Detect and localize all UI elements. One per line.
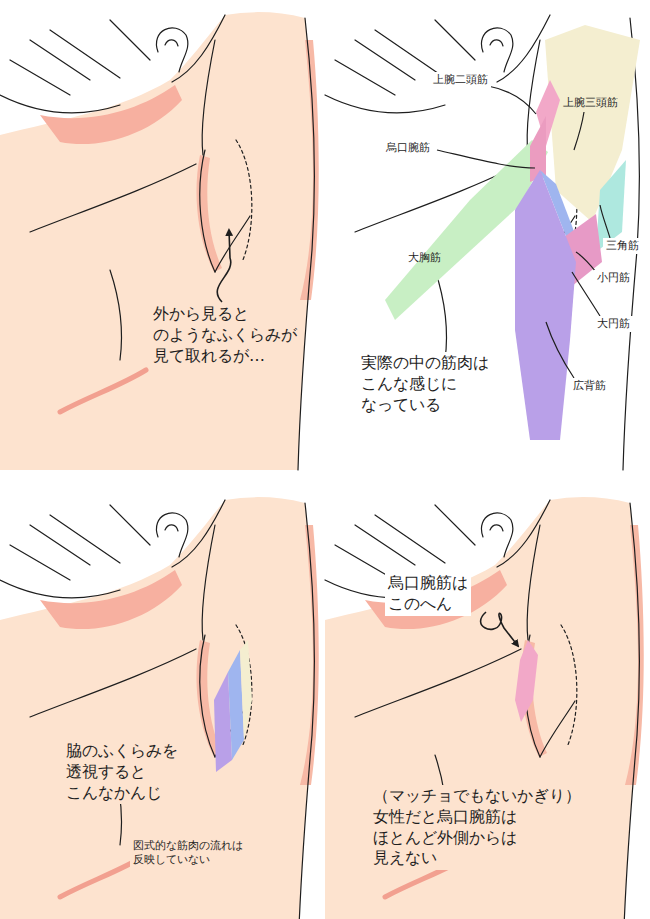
latissimus [515,170,576,440]
triceps [545,25,640,222]
muscle-label-box: 小円筋 [594,270,633,286]
note-text-box: （マッチョでもないかぎり） 女性だと烏口腕筋は ほとんど外側からは 見えない [370,785,584,870]
small-note-box: 図式的な筋肉の流れは 反映していない [130,838,246,869]
note-text: 実際の中の筋肉は こんな感じに なっている [358,352,492,416]
note-text: （マッチョでもないかぎり） 女性だと烏口腕筋は ほとんど外側からは 見えない [370,785,584,870]
leader-lines [437,86,610,378]
note-text: 烏口腕筋は このへん [385,572,471,616]
muscle-label-box: 大胸筋 [405,250,444,266]
muscle-label-box: 三角筋 [603,238,642,254]
note-text-box: 外から見ると のようなふくらみが 見て取れるが… [150,303,300,367]
muscle-label-box: 上腕三頭筋 [560,95,621,111]
small-note: 図式的な筋肉の流れは 反映していない [130,838,246,869]
muscle-label-box: 大円筋 [594,316,633,332]
muscle-label: 上腕二頭筋 [430,72,491,88]
muscle-label: 三角筋 [603,238,642,254]
figure-panel-4 [325,497,644,919]
coracobrachialis-patch [515,640,538,722]
note-text: 外から見ると のようなふくらみが 見て取れるが… [150,303,300,367]
pointer-arrow [217,230,231,302]
figure-panel-2 [325,15,640,470]
muscle-label-box: 烏口腕筋 [383,140,433,156]
muscle-label: 烏口腕筋 [383,140,433,156]
muscle-label: 小円筋 [594,270,633,286]
muscle-label-box: 広背筋 [570,378,609,394]
muscle-label: 上腕三頭筋 [560,95,621,111]
figure-panel-1 [0,12,319,470]
coracobrachialis [530,116,546,182]
note-text-box: 実際の中の筋肉は こんな感じに なっている [358,352,492,416]
note-text: 脇のふくらみを 透視すると こんなかんじ [63,740,181,804]
pointer-arrow [481,612,518,646]
figure-panel-3 [0,497,319,919]
note-text-box: 脇のふくらみを 透視すると こんなかんじ [63,740,181,804]
muscle-label: 大円筋 [594,316,633,332]
muscle-label: 大胸筋 [405,250,444,266]
xray-muscle-yellow [240,640,252,740]
muscle-label: 広背筋 [570,378,609,394]
muscle-label-box: 上腕二頭筋 [430,72,491,88]
note-text-box: 烏口腕筋は このへん [385,572,471,616]
